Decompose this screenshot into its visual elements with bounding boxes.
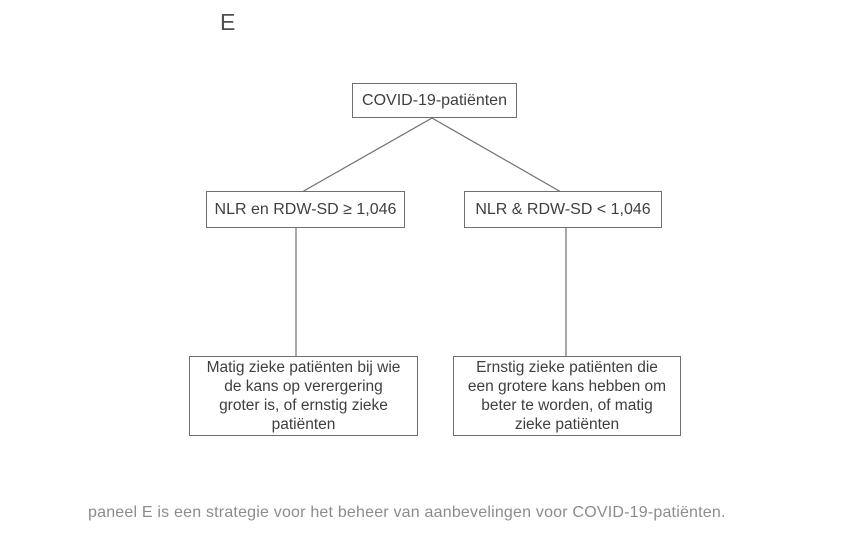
node-outcome-moderately-ill: Matig zieke patiënten bij wie de kans op… <box>189 356 418 436</box>
node-covid-19-patients: COVID-19-patiënten <box>352 83 517 118</box>
connector-root-to-right-branch <box>431 117 562 193</box>
panel-label: E <box>220 9 236 35</box>
panel-caption: paneel E is een strategie voor het behee… <box>88 504 726 521</box>
node-outcome-severely-ill: Ernstig zieke patiënten die een grotere … <box>453 356 681 436</box>
node-nlr-rdw-sd-lt-1046: NLR & RDW-SD < 1,046 <box>464 191 662 228</box>
connector-root-to-left-branch <box>301 117 433 193</box>
node-nlr-rdw-sd-gte-1046: NLR en RDW-SD ≥ 1,046 <box>206 191 405 228</box>
